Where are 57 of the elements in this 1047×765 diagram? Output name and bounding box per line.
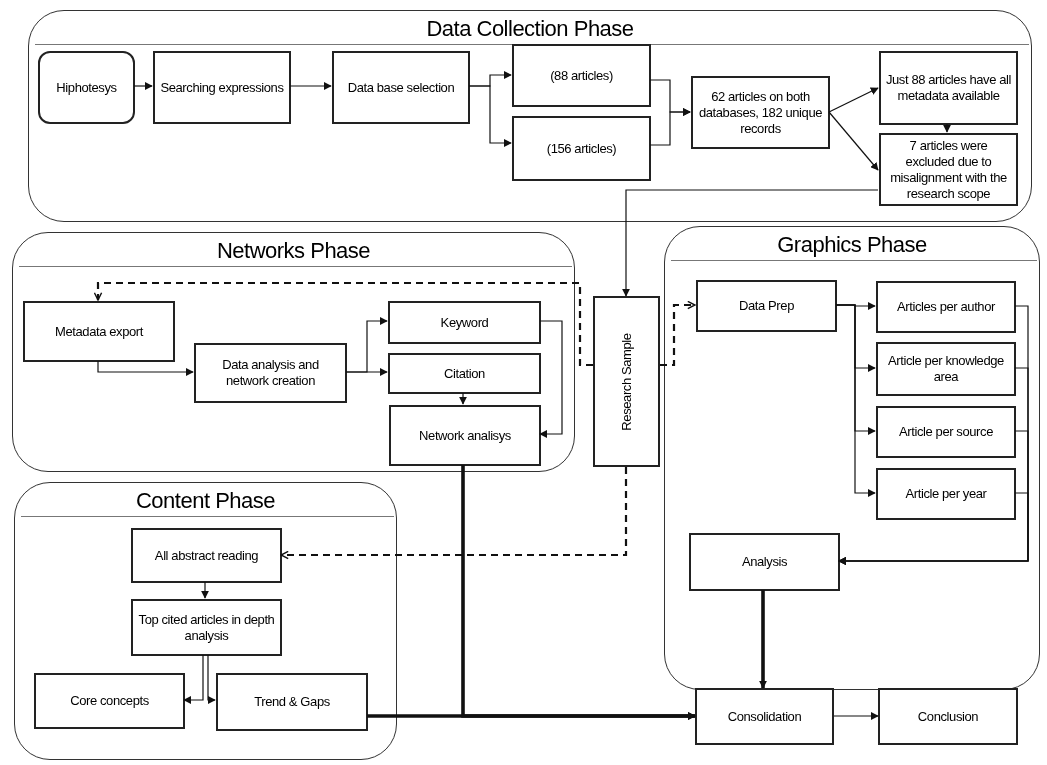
arrow (93, 281, 593, 367)
arrow (838, 492, 1029, 565)
phase-container (664, 226, 1040, 690)
phase-container (12, 232, 575, 472)
start-box: Hiphotesys (38, 51, 135, 124)
process-box: Citation (388, 353, 541, 394)
arrow (289, 82, 332, 90)
arrow (660, 300, 696, 367)
arrow (622, 189, 879, 297)
process-box: Articles per author (876, 281, 1016, 333)
arrow (207, 654, 216, 704)
arrow (539, 320, 563, 438)
arrow (280, 467, 628, 560)
process-box: Top cited articles in depth analysis (131, 599, 282, 656)
process-box: (88 articles) (512, 44, 651, 107)
process-box: (156 articles) (512, 116, 651, 181)
arrow (833, 712, 879, 720)
arrow (367, 712, 696, 720)
arrow (828, 87, 879, 113)
process-box: Analysis (689, 533, 840, 591)
process-box: 62 articles on both databases, 182 unique records (691, 76, 830, 149)
process-box: 7 articles were excluded due to misalignment with the research scope (879, 133, 1018, 206)
process-box: All abstract reading (131, 528, 282, 583)
phase-title: Data Collection Phase (425, 15, 635, 43)
arrow (828, 111, 879, 171)
arrow (133, 82, 153, 90)
phase-container (14, 482, 397, 760)
arrow (345, 368, 388, 376)
process-box: Keyword (388, 301, 541, 344)
process-box: Core concepts (34, 673, 185, 729)
process-box: Data Prep (696, 280, 837, 332)
process-box: Just 88 articles have all metadata available (879, 51, 1018, 125)
arrow (459, 392, 467, 405)
phase-container (28, 10, 1032, 222)
process-box: Conclusion (878, 688, 1018, 745)
process-box: Article per source (876, 406, 1016, 458)
arrow (97, 360, 194, 376)
process-box: Research Sample (593, 296, 660, 467)
process-box: Trend & Gaps (216, 673, 368, 731)
process-box: Article per year (876, 468, 1016, 520)
process-box: Network analisys (389, 405, 541, 466)
arrow (468, 85, 512, 147)
arrow (649, 108, 691, 146)
process-box: Searching expressions (153, 51, 291, 124)
phase-title: Content Phase (134, 487, 276, 515)
phase-title: Graphics Phase (776, 231, 928, 259)
process-box: Article per knowledge area (876, 342, 1016, 396)
process-box: Data analysis and network creation (194, 343, 347, 403)
process-box: Data base selection (332, 51, 470, 124)
arrow (835, 304, 876, 497)
phase-title: Networks Phase (215, 237, 372, 265)
arrow (943, 123, 951, 133)
arrow (759, 590, 767, 689)
process-box: Metadata export (23, 301, 175, 362)
arrow (183, 654, 204, 704)
process-box: Consolidation (695, 688, 834, 745)
arrow (201, 581, 209, 599)
